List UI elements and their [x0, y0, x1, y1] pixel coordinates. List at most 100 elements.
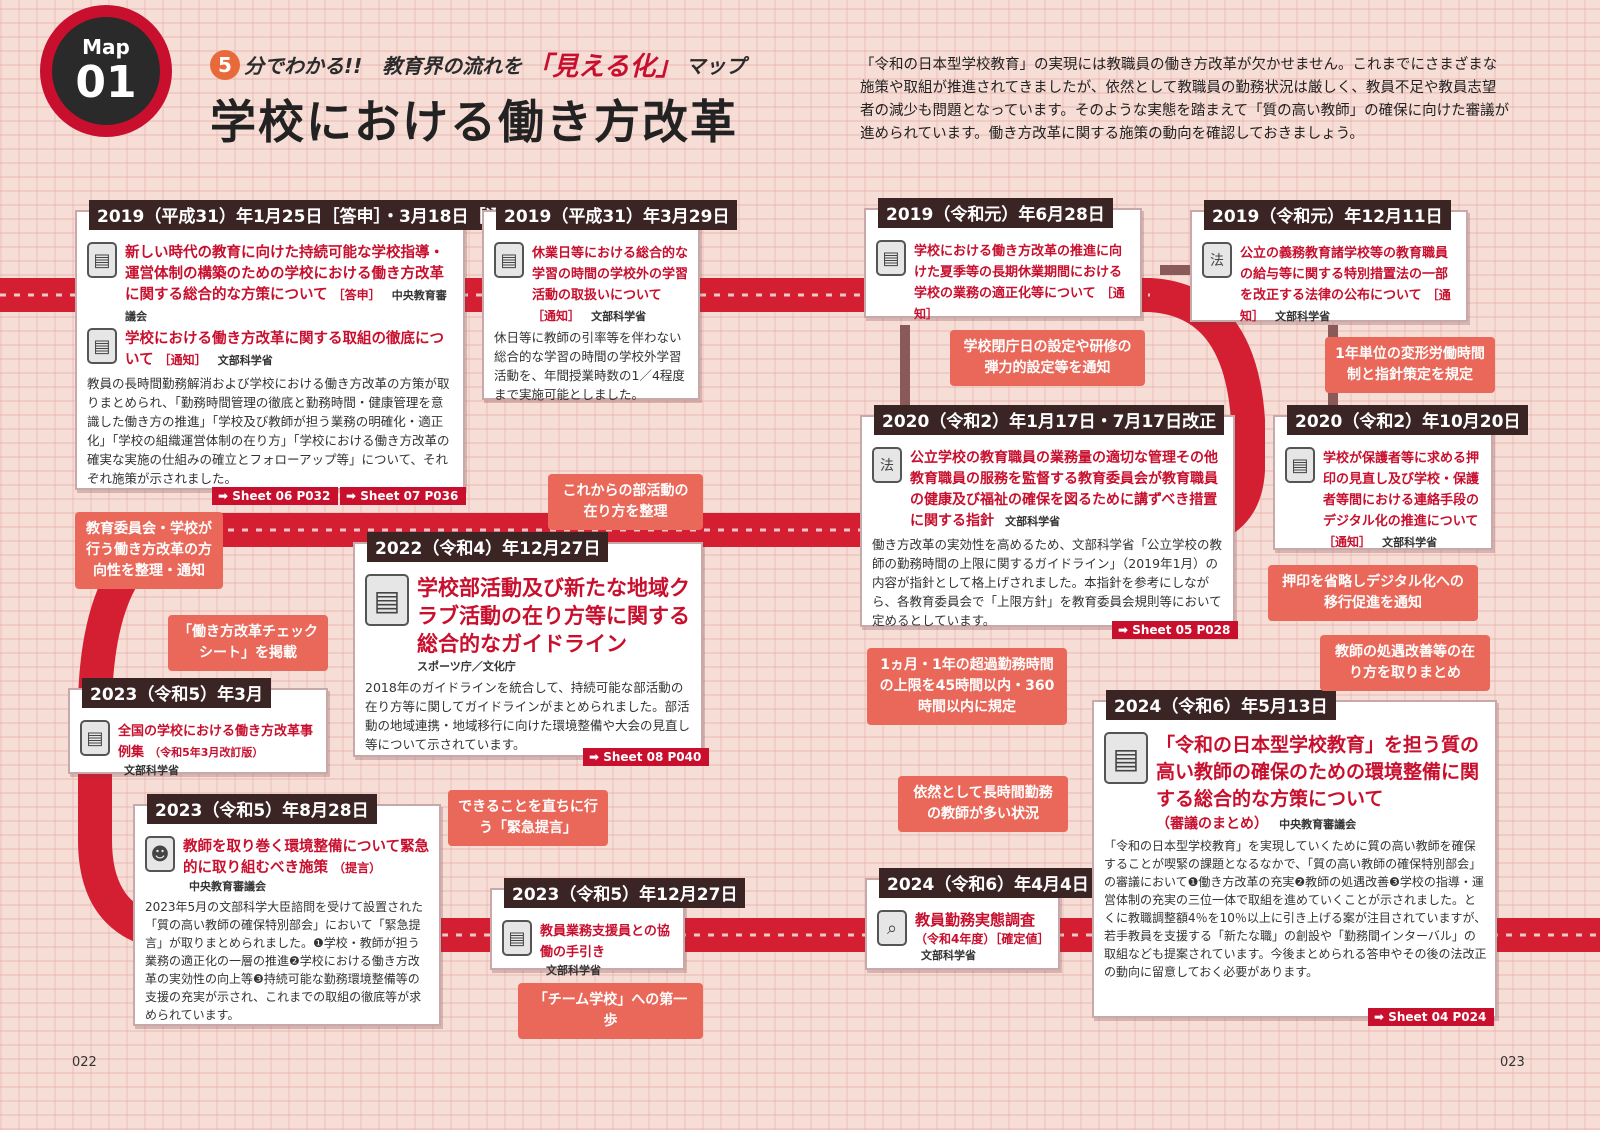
timeline-card-2019-jan: 2019（平成31）年1月25日［答申］・3月18日［通知］ ▤ 新しい時代の教… — [75, 200, 545, 490]
document-icon: ▤ — [365, 574, 409, 626]
callout-note: 教育委員会・学校が行う働き方改革の方向性を整理・通知 — [75, 512, 223, 589]
card-kind: ［通知］ — [914, 286, 1125, 321]
document-icon: ▤ — [1285, 447, 1315, 483]
person-icon: ☻ — [145, 836, 175, 872]
card-issuer: 文部科学省 — [546, 964, 601, 977]
card-title: 休業日等における総合的な学習の時間の学校外の学習活動の取扱いについて — [532, 246, 689, 303]
callout-note: できることを直ちに行う「緊急提言」 — [448, 790, 608, 846]
card-date: 2019（平成31）年3月29日 — [496, 200, 738, 230]
card-date: 2024（令和6）年4月4日 — [879, 868, 1097, 898]
card-title: 全国の学校における働き方改革事例集 — [118, 724, 314, 760]
card-title-2: 学校における働き方改革に関する取組の徹底について — [125, 331, 444, 368]
callout-note: 学校閉庁日の設定や研修の弾力的設定等を通知 — [950, 330, 1145, 386]
card-issuer: 文部科学省 — [591, 310, 647, 323]
card-issuer: 文部科学省 — [1005, 515, 1061, 528]
card-issuer: 文部科学省 — [921, 949, 976, 962]
magnifier-icon: ⌕ — [877, 910, 907, 946]
card-date: 2022（令和4）年12月27日 — [367, 532, 609, 562]
badge-number: 01 — [75, 57, 137, 108]
timeline-card-2023-mar: 2023（令和5）年3月 ▤ 全国の学校における働き方改革事例集 （令和5年3月… — [68, 678, 328, 777]
card-date: 2020（令和2）年1月17日・7月17日改正 — [874, 405, 1225, 435]
callout-note: 「働き方改革チェックシート」を掲載 — [168, 615, 328, 671]
card-kind: ［通知］ — [1240, 288, 1451, 323]
card-body: 休日等に教師の引率等を伴わない総合的な学習の時間の学校外学習活動を、年間授業時数… — [494, 330, 685, 402]
callout-note: 1ヵ月・1年の超過勤務時間の上限を45時間以内・360時間以内に規定 — [867, 648, 1067, 725]
subtitle-post: マップ — [685, 54, 746, 78]
document-icon: ▤ — [1104, 732, 1148, 784]
card-date: 2023（令和5）年12月27日 — [504, 878, 746, 908]
card-title: 教員勤務実態調査 — [915, 911, 1036, 929]
callout-note: 依然として長時間勤務の教師が多い状況 — [898, 776, 1068, 832]
timeline-card-2023-dec: 2023（令和5）年12月27日 ▤ 教員業務支援員との協働の手引き 文部科学省 — [490, 878, 746, 977]
card-date: 2019（平成31）年1月25日［答申］・3月18日［通知］ — [89, 200, 545, 230]
timeline-card-2024-may: 2024（令和6）年5月13日 ▤ 「令和の日本型学校教育」を担う質の高い教師の… — [1092, 690, 1497, 1018]
sheet-link-05[interactable]: Sheet 05 P028 — [1112, 621, 1239, 639]
card-title: 新しい時代の教育に向けた持続可能な学校指導・運営体制の構築のための学校における働… — [125, 245, 444, 303]
sheet-link-07[interactable]: Sheet 07 P036 — [340, 487, 467, 505]
page-number-left: 022 — [72, 1055, 97, 1070]
subtitle-highlight: 「見える化」 — [526, 52, 682, 82]
law-icon: 法 — [872, 447, 902, 483]
map-badge: Map 01 — [40, 5, 172, 137]
card-title: 学校が保護者等に求める押印の見直し及び学校・保護者等間における連絡手段のデジタル… — [1323, 451, 1480, 529]
card-issuer: 中央教育審議会 — [1279, 818, 1357, 831]
page-number-right: 023 — [1500, 1055, 1525, 1070]
card-issuer: スポーツ庁／文化庁 — [417, 660, 516, 673]
card-kind: （令和4年度）［確定値］ — [915, 932, 1050, 946]
card-title: 「令和の日本型学校教育」を担う質の高い教師の確保のための環境整備に関する総合的な… — [1156, 734, 1480, 810]
header-subtitle: 5 分でわかる!! 教育界の流れを 「見える化」 マップ — [210, 46, 745, 83]
card-title: 学校における働き方改革の推進に向けた夏季等の長期休業期間における学校の業務の適正… — [914, 244, 1123, 301]
callout-note: 1年単位の変形労働時間制と指針策定を規定 — [1325, 337, 1495, 393]
card-title: 教員業務支援員との協働の手引き — [540, 924, 670, 960]
timeline-card-2019-dec: 2019（令和元）年12月11日 法 公立の義務教育諸学校等の教育職員の給与等に… — [1190, 200, 1468, 323]
document-icon: ▤ — [494, 242, 524, 278]
card-kind-2: ［通知］ — [158, 353, 207, 367]
card-date: 2020（令和2）年10月20日 — [1287, 405, 1529, 435]
timeline-card-2020-oct: 2020（令和2）年10月20日 ▤ 学校が保護者等に求める押印の見直し及び学校… — [1273, 405, 1529, 550]
sheet-link-06[interactable]: Sheet 06 P032 — [212, 487, 339, 505]
document-icon: ▤ — [80, 720, 110, 756]
card-date: 2019（令和元）年12月11日 — [1204, 200, 1451, 230]
sheet-link-08[interactable]: Sheet 08 P040 — [583, 748, 710, 766]
callout-note: 教師の処遇改善等の在り方を取りまとめ — [1320, 635, 1490, 691]
card-title: 公立の義務教育諸学校等の教育職員の給与等に関する特別措置法の一部を改正する法律の… — [1240, 246, 1449, 303]
card-body: 「令和の日本型学校教育」を実現していくために質の高い教師を確保することが喫緊の課… — [1104, 839, 1487, 979]
five-minute-badge: 5 — [210, 49, 240, 80]
card-date: 2019（令和元）年6月28日 — [878, 198, 1113, 228]
callout-note: 「チーム学校」への第一歩 — [518, 983, 703, 1039]
card-issuer-2: 文部科学省 — [217, 354, 273, 367]
badge-word: Map — [82, 35, 130, 59]
card-date: 2023（令和5）年3月 — [82, 678, 271, 708]
card-title: 教師を取り巻く環境整備について緊急的に取り組むべき施策 — [183, 839, 430, 876]
card-kind: ［通知］ — [532, 309, 581, 323]
timeline-card-2020-jan: 2020（令和2）年1月17日・7月17日改正 法 公立学校の教育職員の業務量の… — [860, 405, 1235, 628]
timeline-card-2023-aug: 2023（令和5）年8月28日 ☻ 教師を取り巻く環境整備について緊急的に取り組… — [133, 794, 441, 1026]
card-issuer: 中央教育審議会 — [125, 289, 447, 323]
subtitle-pre: 分でわかる!! 教育界の流れを — [244, 54, 523, 78]
law-icon: 法 — [1202, 242, 1232, 278]
card-kind: （審議のまとめ） — [1156, 816, 1268, 832]
callout-note: これからの部活動の在り方を整理 — [548, 474, 703, 530]
sheet-link-04[interactable]: Sheet 04 P024 — [1368, 1008, 1495, 1026]
card-body: 2018年のガイドラインを統合して、持続可能な部活動の在り方等に関してガイドライ… — [365, 680, 691, 752]
card-date: 2023（令和5）年8月28日 — [147, 794, 377, 824]
intro-text: 「令和の日本型学校教育」の実現には教職員の働き方改革が欠かせません。これまでにさ… — [860, 57, 1510, 142]
timeline-card-2024-apr: 2024（令和6）年4月4日 ⌕ 教員勤務実態調査 （令和4年度）［確定値］ 文… — [865, 868, 1097, 970]
card-body: 2023年5月の文部科学大臣諮問を受けて設置された「質の高い教師の確保特別部会」… — [145, 900, 424, 1022]
document-icon: ▤ — [502, 920, 532, 956]
timeline-card-2022-dec: 2022（令和4）年12月27日 ▤ 学校部活動及び新たな地域クラブ活動の在り方… — [353, 532, 703, 757]
card-issuer: 文部科学省 — [1275, 310, 1331, 323]
card-kind: ［通知］ — [1323, 535, 1372, 549]
card-kind: （提言） — [333, 861, 382, 875]
document-icon: ▤ — [876, 240, 906, 276]
card-title: 学校部活動及び新たな地域クラブ活動の在り方等に関する総合的なガイドライン — [417, 576, 690, 656]
card-issuer: 中央教育審議会 — [189, 880, 266, 893]
callout-note: 押印を省略しデジタル化への移行促進を通知 — [1268, 565, 1478, 621]
timeline-card-2019-mar: 2019（平成31）年3月29日 ▤ 休業日等における総合的な学習の時間の学校外… — [482, 200, 738, 402]
card-body: 働き方改革の実効性を高めるため、文部科学省「公立学校の教師の勤務時間の上限に関す… — [872, 537, 1223, 628]
card-kind: ［答申］ — [332, 288, 381, 302]
page-title: 学校における働き方改革 — [210, 95, 738, 149]
document-icon: ▤ — [87, 242, 117, 278]
card-issuer: 文部科学省 — [1382, 536, 1438, 549]
document-icon: ▤ — [87, 328, 117, 364]
